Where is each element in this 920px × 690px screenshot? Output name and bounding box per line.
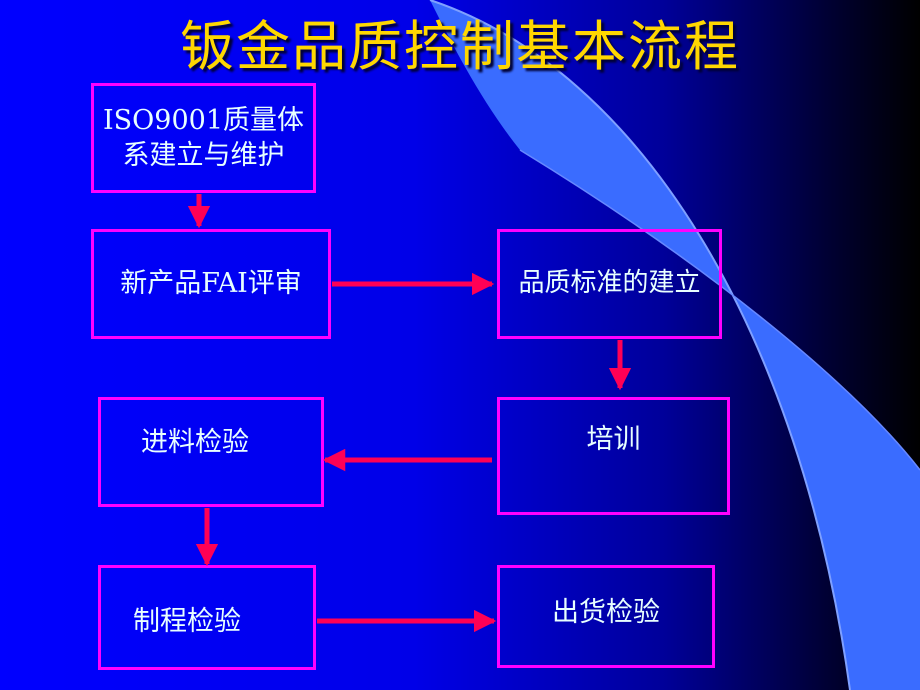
process-inspection-box: 制程检验 — [98, 565, 316, 670]
incoming-inspection-box: 进料检验 — [98, 397, 324, 507]
iso-label: ISO9001质量体系建立与维护 — [102, 104, 304, 171]
incoming-inspection-label: 进料检验 — [141, 427, 249, 459]
process-inspection-label: 制程检验 — [133, 605, 241, 637]
fai-label: 新产品FAI评审 — [120, 268, 302, 300]
iso-box: ISO9001质量体系建立与维护 — [91, 83, 316, 193]
fai-box: 新产品FAI评审 — [91, 229, 331, 339]
quality-standard-label: 品质标准的建立 — [518, 268, 701, 299]
training-label: 培训 — [586, 424, 641, 455]
outgoing-inspection-box: 出货检验 — [497, 565, 715, 668]
slide-title: 钣金品质控制基本流程 — [180, 15, 740, 78]
quality-standard-box: 品质标准的建立 — [497, 229, 722, 339]
outgoing-inspection-label: 出货检验 — [552, 596, 660, 628]
training-box: 培训 — [497, 397, 730, 515]
